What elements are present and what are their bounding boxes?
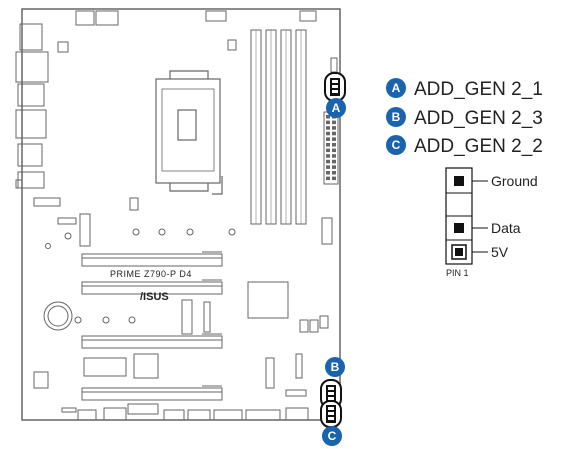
board-model-label: PRIME Z790-P D4 xyxy=(110,269,192,279)
atx-pin xyxy=(326,176,330,181)
legend-label-a: ADD_GEN 2_1 xyxy=(414,79,543,100)
atx-pin xyxy=(326,126,330,130)
badge-b-board: B xyxy=(325,357,345,377)
atx-pin xyxy=(326,131,330,136)
legend-label-c: ADD_GEN 2_2 xyxy=(414,136,543,157)
motherboard-outline xyxy=(21,8,341,421)
add-gen2-2-header[interactable] xyxy=(320,400,342,428)
atx-pin xyxy=(326,137,330,141)
svg-text:C: C xyxy=(392,138,401,152)
atx-pin xyxy=(326,165,330,169)
atx-pin xyxy=(332,159,336,164)
atx-pin xyxy=(332,143,336,147)
add-gen2-1-header[interactable] xyxy=(324,72,346,102)
badge-c-board: C xyxy=(322,426,342,446)
badge-a-board: A xyxy=(326,98,346,118)
legend-item-c: C ADD_GEN 2_2 xyxy=(386,135,543,157)
atx-pin xyxy=(332,171,336,175)
sata-connector xyxy=(321,217,333,245)
pin1-label: PIN 1 xyxy=(446,268,469,278)
bottom-headers xyxy=(61,403,281,421)
memory-slots xyxy=(250,29,307,225)
cpu-power-connectors xyxy=(75,10,317,26)
pinout-diagram: Ground Data 5V PIN 1 xyxy=(445,167,538,278)
board-brand-logo: /ISUS xyxy=(140,291,169,303)
atx-pin xyxy=(332,154,336,158)
pin-label-ground: Ground xyxy=(491,173,538,189)
legend-label-b: ADD_GEN 2_3 xyxy=(414,108,543,129)
svg-text:A: A xyxy=(392,81,401,95)
atx-pin xyxy=(332,126,336,130)
atx-pin xyxy=(326,171,330,175)
atx-pin xyxy=(332,137,336,141)
atx-pin xyxy=(332,165,336,169)
atx-pin xyxy=(326,159,330,164)
atx-pin xyxy=(332,120,336,125)
cpu-socket xyxy=(155,70,223,195)
atx-pin xyxy=(326,115,330,119)
rear-io-ports xyxy=(15,23,237,207)
atx-pin xyxy=(332,148,336,153)
pin-data xyxy=(454,223,464,233)
pin-label-data: Data xyxy=(491,220,521,236)
svg-text:A: A xyxy=(332,101,341,115)
atx-pin xyxy=(326,143,330,147)
svg-text:B: B xyxy=(331,360,340,374)
atx-pin xyxy=(332,131,336,136)
atx-pin xyxy=(326,120,330,125)
atx-pin xyxy=(332,176,336,181)
legend-item-a: A ADD_GEN 2_1 xyxy=(386,78,543,100)
legend-item-b: B ADD_GEN 2_3 xyxy=(386,107,543,129)
svg-text:B: B xyxy=(392,110,401,124)
pin-label-5v: 5V xyxy=(491,244,509,260)
atx-pin xyxy=(326,148,330,153)
atx-pin xyxy=(326,154,330,158)
svg-text:C: C xyxy=(328,429,337,443)
board-components xyxy=(33,197,329,421)
pcie-slots xyxy=(81,251,223,401)
pin-ground xyxy=(454,176,464,186)
